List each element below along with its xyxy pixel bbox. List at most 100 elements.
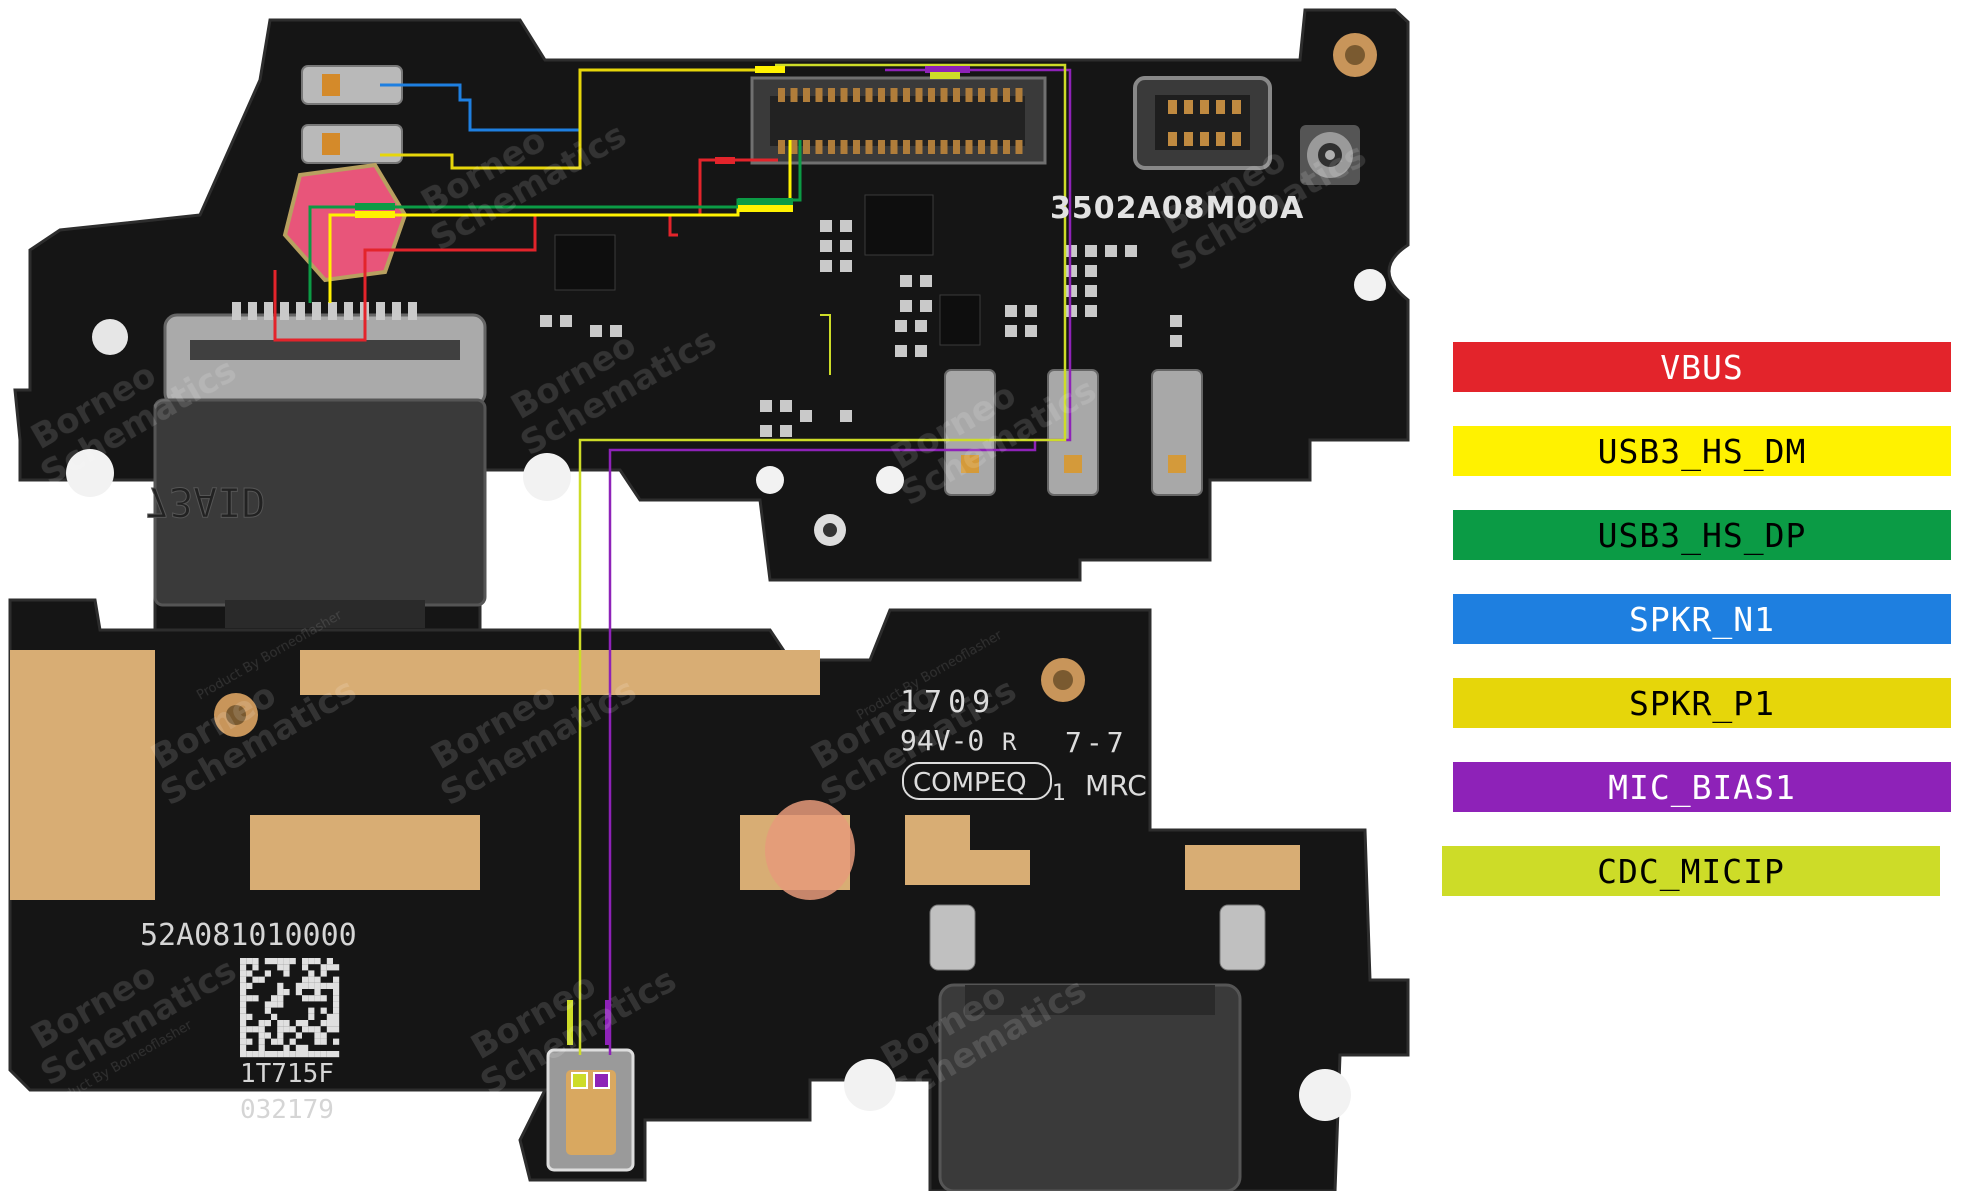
smd-component: [840, 260, 852, 272]
data-matrix-cell: [333, 995, 340, 1002]
smd-component: [1085, 285, 1097, 297]
trace-spkr-p1: [380, 68, 765, 170]
btb-pin: [940, 88, 948, 102]
data-matrix-cell: [295, 1051, 302, 1058]
usb-c-port-top: [153, 302, 487, 628]
btb-pin: [903, 140, 910, 154]
data-matrix-cell: [271, 958, 278, 965]
data-matrix-cell: [240, 1020, 247, 1027]
data-matrix-cell: [283, 1020, 290, 1027]
data-matrix-cell: [277, 1020, 284, 1027]
usb-pin: [328, 302, 337, 320]
data-matrix-cell: [320, 995, 327, 1002]
smd-component: [840, 410, 852, 422]
side-connector: [1133, 76, 1272, 170]
data-matrix-cell: [277, 1026, 284, 1033]
lot-code-2: 032179: [240, 1095, 334, 1125]
data-matrix-cell: [283, 964, 290, 971]
data-matrix-cell: [302, 976, 309, 983]
legend-spkr-p1: SPKR_P1: [1453, 678, 1951, 728]
btb-pin: [853, 88, 860, 102]
data-matrix-cell: [302, 982, 309, 989]
smd-component: [540, 315, 552, 327]
data-matrix-cell: [277, 1001, 284, 1008]
data-matrix-cell: [240, 1001, 247, 1008]
smd-component: [1005, 325, 1017, 337]
data-matrix-cell: [258, 1020, 265, 1027]
data-matrix-cell: [240, 1032, 247, 1039]
data-matrix-cell: [295, 982, 302, 989]
data-matrix-cell: [333, 989, 340, 996]
smd-component: [1170, 315, 1182, 327]
socket-pin: [1232, 100, 1241, 114]
data-matrix-cell: [264, 1001, 271, 1008]
btb-pin: [965, 140, 973, 154]
btb-pin: [940, 140, 948, 154]
data-matrix-cell: [240, 970, 247, 977]
data-matrix-cell: [302, 964, 309, 971]
data-matrix-cell: [264, 970, 271, 977]
btb-pin: [778, 88, 785, 102]
top-board: [13, 8, 1410, 632]
data-matrix-cell: [240, 1013, 247, 1020]
smd-component: [920, 275, 932, 287]
data-matrix-cell: [308, 970, 315, 977]
socket-pin: [1216, 100, 1225, 114]
data-matrix-cell: [246, 958, 253, 965]
btb-pin: [828, 140, 835, 154]
data-matrix-cell: [320, 982, 327, 989]
btb-connector: [750, 76, 1047, 165]
data-matrix-cell: [258, 1044, 265, 1051]
smd-component: [820, 240, 832, 252]
data-matrix-cell: [326, 958, 333, 965]
smd-component: [840, 240, 852, 252]
data-matrix-cell: [277, 982, 284, 989]
data-matrix-cell: [240, 1026, 247, 1033]
smd-component: [590, 325, 602, 337]
socket-pin: [1168, 100, 1177, 114]
smd-component: [1085, 305, 1097, 317]
legend-spkr-n1: SPKR_N1: [1453, 594, 1951, 644]
data-matrix-cell: [264, 1051, 271, 1058]
trace-spkr-n1: [380, 83, 580, 132]
data-matrix-cell: [240, 958, 247, 965]
btb-pin: [965, 88, 973, 102]
data-matrix-cell: [295, 1032, 302, 1039]
gold-pad-3: [250, 815, 480, 890]
mount-hole-3: [66, 449, 114, 497]
legend-usb3-hs-dp: USB3_HS_DP: [1453, 510, 1951, 560]
gold-pad-2: [300, 650, 820, 695]
data-matrix-cell: [326, 1051, 333, 1058]
smd-component: [610, 325, 622, 337]
socket-pin: [1200, 100, 1209, 114]
smd-component: [895, 345, 907, 357]
mount-hole-2: [92, 319, 128, 355]
data-matrix-cell: [258, 1038, 265, 1045]
btb-pin: [840, 88, 848, 102]
data-matrix-cell: [302, 1020, 309, 1027]
data-matrix-cell: [302, 1051, 309, 1058]
mount-hole-11: [844, 1059, 896, 1111]
legend-mic-bias1: MIC_BIAS1: [1453, 762, 1951, 812]
data-matrix-cell: [314, 1051, 321, 1058]
mount-hole-6: [876, 466, 904, 494]
data-matrix-cell: [326, 1026, 333, 1033]
ul-mark: R: [1002, 728, 1017, 756]
data-matrix-cell: [326, 1020, 333, 1027]
data-matrix-cell: [314, 1032, 321, 1039]
smd-component: [915, 320, 927, 332]
data-matrix-cell: [314, 989, 321, 996]
data-matrix-cell: [333, 1051, 340, 1058]
usb-pin: [280, 302, 289, 320]
data-matrix-cell: [302, 1026, 309, 1033]
data-matrix-cell: [277, 1032, 284, 1039]
data-matrix-cell: [240, 976, 247, 983]
microphone: [546, 1048, 635, 1172]
btb-pin: [903, 88, 910, 102]
btb-pin: [803, 140, 810, 154]
ic-2: [864, 194, 934, 256]
data-matrix-cell: [240, 995, 247, 1002]
legend-label: CDC_MICIP: [1597, 851, 1785, 891]
btb-pin: [790, 140, 798, 154]
